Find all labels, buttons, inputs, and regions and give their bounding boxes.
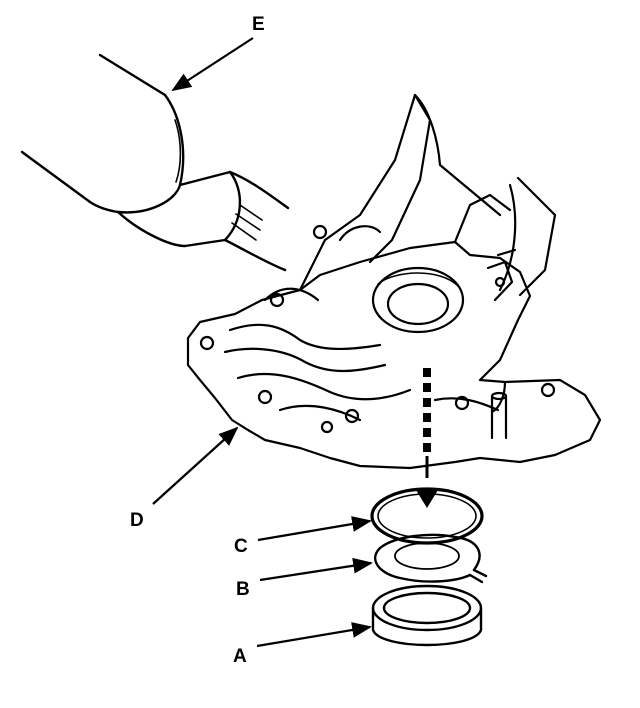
installation-path-arrow	[416, 368, 438, 508]
callout-a: A	[233, 646, 247, 667]
callout-d: D	[130, 510, 144, 531]
callout-c: C	[234, 536, 248, 557]
leader-lines	[152, 37, 373, 648]
snap-ring	[374, 533, 488, 584]
transmission-housing	[186, 93, 602, 470]
oil-seal	[371, 584, 483, 647]
callout-b: B	[236, 579, 250, 600]
driver-tool	[20, 53, 290, 272]
callout-e: E	[252, 14, 265, 35]
